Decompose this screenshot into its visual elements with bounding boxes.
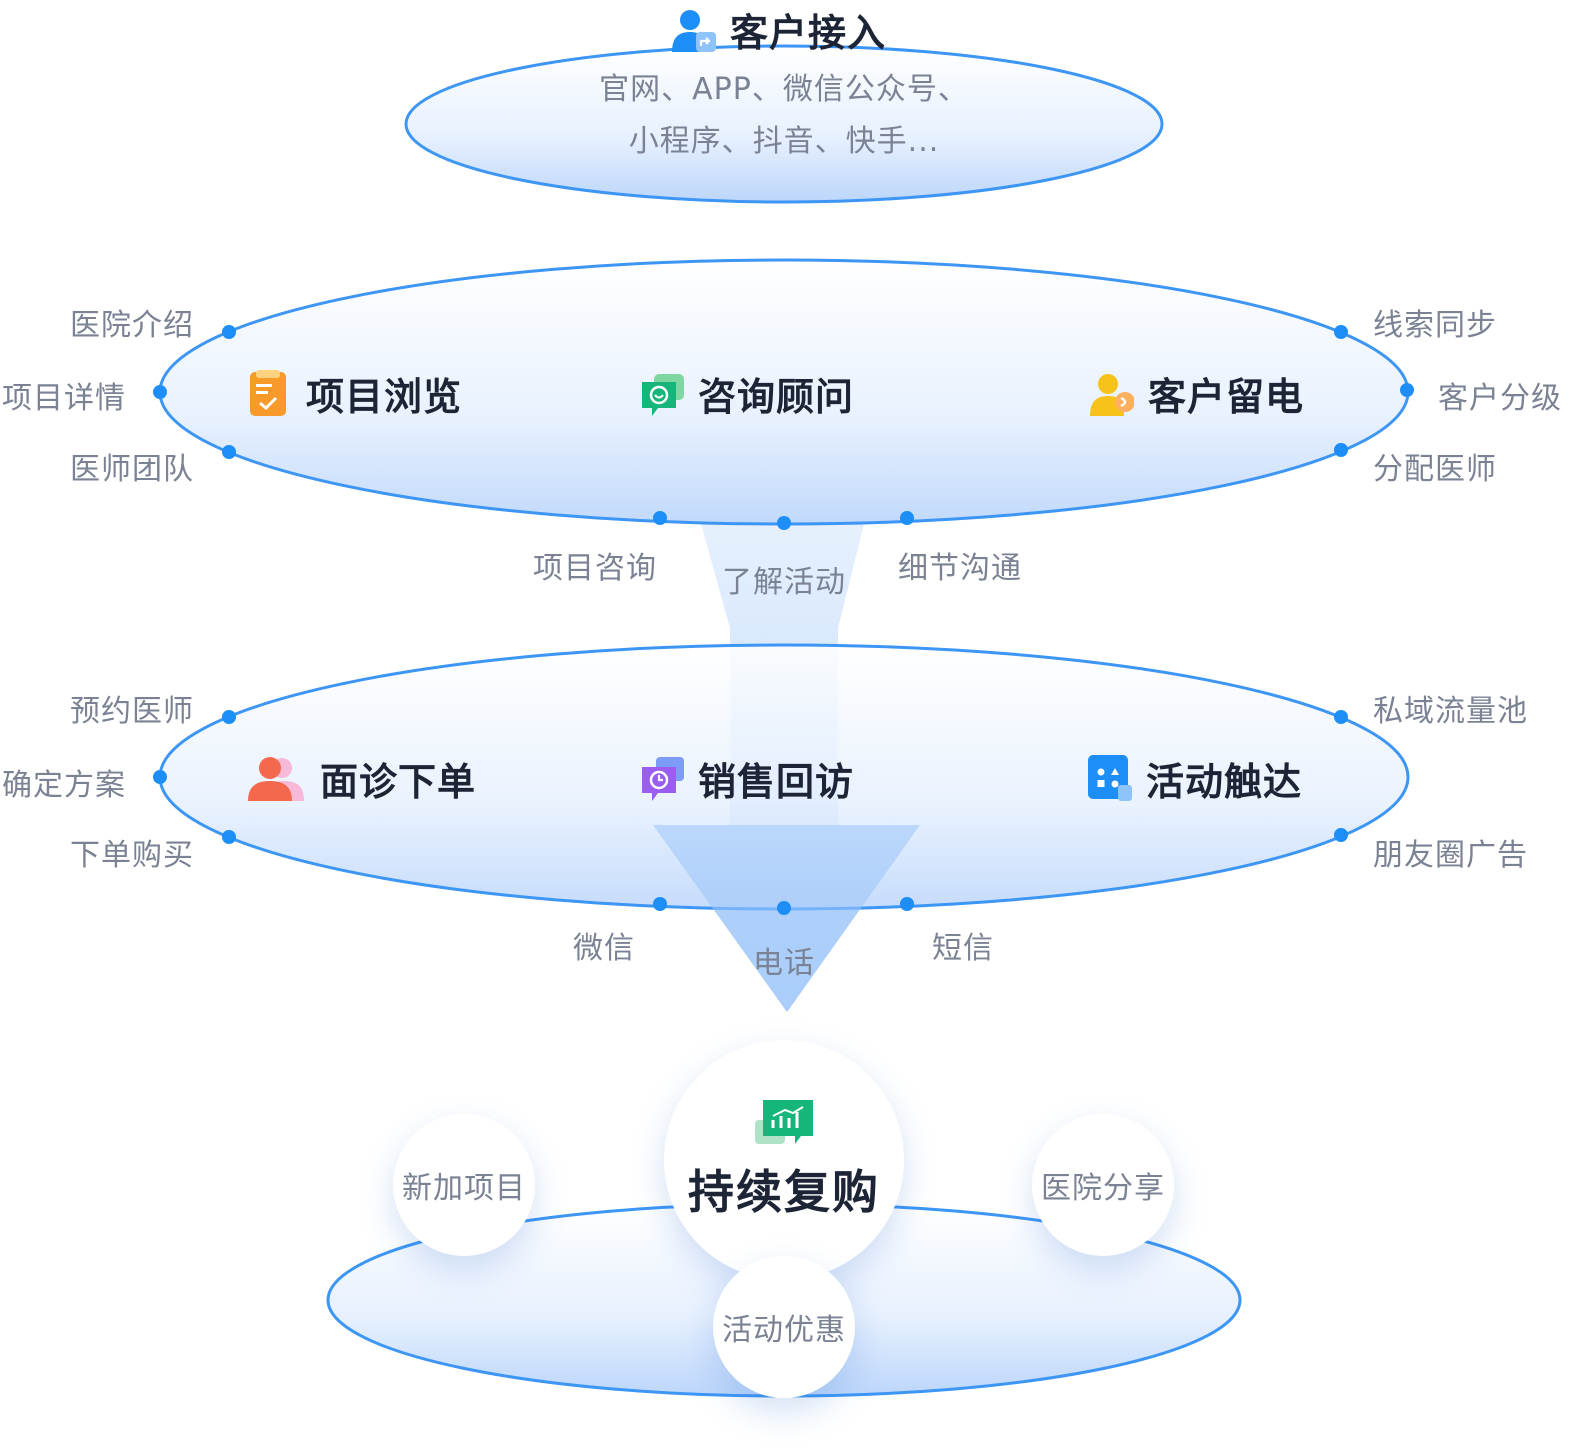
- label-private-traffic-pool: 私域流量池: [1373, 694, 1528, 729]
- label-confirm-plan: 确定方案: [2, 768, 126, 803]
- users-icon: [248, 755, 306, 803]
- node-label: 咨询顾问: [698, 375, 855, 419]
- node-customer-phone[interactable]: 客户留电: [1090, 366, 1304, 421]
- satellite-label: 活动优惠: [722, 1313, 846, 1348]
- node-label: 面诊下单: [320, 760, 477, 804]
- label-lead-sync: 线索同步: [1373, 308, 1497, 343]
- node-consult-advisor[interactable]: 咨询顾问: [640, 366, 854, 421]
- label-customer-grading: 客户分级: [1438, 381, 1562, 416]
- satellite-hospital-share[interactable]: 医院分享: [1032, 1114, 1174, 1256]
- node-label: 销售回访: [698, 760, 855, 804]
- label-project-consult: 项目咨询: [533, 551, 657, 586]
- satellite-label: 医院分享: [1041, 1171, 1165, 1206]
- label-hospital-intro: 医院介绍: [70, 308, 194, 343]
- label-detail-communication: 细节沟通: [898, 551, 1022, 586]
- customer-access-heading: 客户接入: [672, 2, 886, 57]
- channel-line-1: 官网、APP、微信公众号、: [599, 72, 969, 107]
- top-title: 客户接入: [730, 11, 887, 55]
- channel-line-2: 小程序、抖音、快手...: [628, 124, 940, 159]
- user-share-icon: [672, 6, 716, 54]
- rising-lines: [355, 962, 1245, 1295]
- label-book-doctor: 预约医师: [70, 694, 194, 729]
- layer1-dots: [153, 325, 1414, 530]
- label-project-detail: 项目详情: [2, 381, 126, 416]
- node-activity-reach[interactable]: 活动触达: [1088, 751, 1302, 806]
- clipboard-check-icon: [248, 369, 292, 418]
- chat-clock-icon: [640, 755, 684, 803]
- node-project-browse[interactable]: 项目浏览: [248, 366, 462, 421]
- label-sms: 短信: [932, 931, 994, 966]
- layer2-dots: [153, 710, 1348, 915]
- satellite-label: 新加项目: [402, 1171, 526, 1206]
- label-phone: 电话: [753, 946, 815, 981]
- center-title: 持续复购: [688, 1165, 880, 1219]
- center-repurchase[interactable]: 持续复购: [664, 1040, 904, 1280]
- label-assign-doctor: 分配医师: [1373, 452, 1497, 487]
- node-label: 客户留电: [1148, 375, 1305, 419]
- chat-smile-icon: [640, 370, 684, 418]
- satellite-new-project[interactable]: 新加项目: [393, 1114, 535, 1256]
- label-learn-activity: 了解活动: [722, 565, 846, 600]
- node-label: 活动触达: [1146, 760, 1303, 804]
- label-doctor-team: 医师团队: [70, 452, 194, 487]
- node-label: 项目浏览: [306, 375, 463, 419]
- satellite-activity-discount[interactable]: 活动优惠: [713, 1256, 855, 1398]
- channel-list: 官网、APP、微信公众号、 小程序、抖音、快手...: [584, 64, 984, 168]
- apps-icon: [1088, 754, 1132, 803]
- label-moments-ads: 朋友圈广告: [1373, 838, 1528, 873]
- flow-arrow-head: [653, 825, 920, 1012]
- node-consult-order[interactable]: 面诊下单: [248, 751, 476, 806]
- node-sales-followup[interactable]: 销售回访: [640, 751, 854, 806]
- user-phone-icon: [1090, 370, 1134, 418]
- top-ellipse: [404, 44, 1164, 204]
- label-wechat: 微信: [573, 931, 635, 966]
- chart-chat-icon: [755, 1098, 813, 1148]
- label-place-order: 下单购买: [70, 838, 194, 873]
